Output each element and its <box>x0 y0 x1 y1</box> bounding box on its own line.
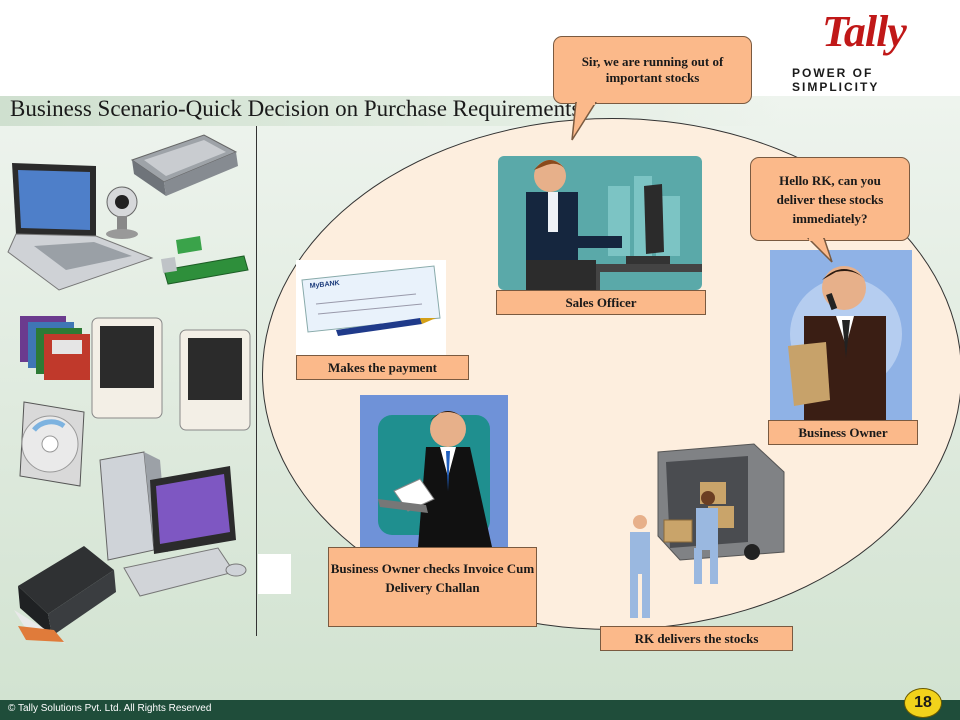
bubble-tail-2 <box>806 238 833 263</box>
usb-drive-icon <box>160 236 249 285</box>
blank-box <box>258 554 291 594</box>
header-background <box>0 0 960 96</box>
divider-line <box>256 126 257 636</box>
sales-officer-label: Sales Officer <box>496 290 706 315</box>
cheque-with-pen-picture: MyBANK <box>296 260 446 356</box>
desktop-computer-icon <box>99 451 247 597</box>
business-owner-speech-text: Hello RK, can you deliver these stocks i… <box>776 172 884 226</box>
invoice-check-text: Business Owner checks Invoice Cum Delive… <box>330 561 535 595</box>
sales-officer-speech-bubble: Sir, we are running out of important sto… <box>553 36 752 104</box>
business-owner-speech-bubble: Hello RK, can you deliver these stocks i… <box>750 157 910 241</box>
business-owner-phone-picture <box>770 250 912 420</box>
sales-officer-picture <box>498 156 702 290</box>
worker-right <box>694 491 718 584</box>
invoice-check-label: Business Owner checks Invoice Cum Delive… <box>328 547 537 627</box>
webcam-icon <box>106 186 138 239</box>
bubble-tail <box>571 102 597 141</box>
page-title: Business Scenario-Quick Decision on Purc… <box>10 96 581 121</box>
cheque-bank-name: MyBANK <box>309 280 340 290</box>
worker-left <box>630 515 650 618</box>
logo-tagline: POWER OF SIMPLICITY <box>792 66 880 94</box>
speakers-icon <box>91 317 251 431</box>
delivery-label: RK delivers the stocks <box>600 626 793 651</box>
laptop-icon <box>7 163 154 291</box>
owner-checking-invoice-picture <box>360 395 508 547</box>
sales-officer-speech-text: Sir, we are running out of important sto… <box>581 54 724 85</box>
scanner-icon <box>130 134 238 196</box>
printer-icon <box>14 546 116 644</box>
copyright-text: © Tally Solutions Pvt. Ltd. All Rights R… <box>8 703 212 714</box>
floppy-disks-icon <box>20 316 90 380</box>
cd-icon <box>19 401 85 487</box>
business-owner-label: Business Owner <box>768 420 918 445</box>
page-number-badge: 18 <box>904 688 942 718</box>
payment-label: Makes the payment <box>296 355 469 380</box>
tally-logo: Tally <box>822 7 907 56</box>
footer-bar <box>0 700 960 720</box>
delivery-truck-picture <box>630 443 785 618</box>
computer-equipment-illustration <box>7 134 251 644</box>
